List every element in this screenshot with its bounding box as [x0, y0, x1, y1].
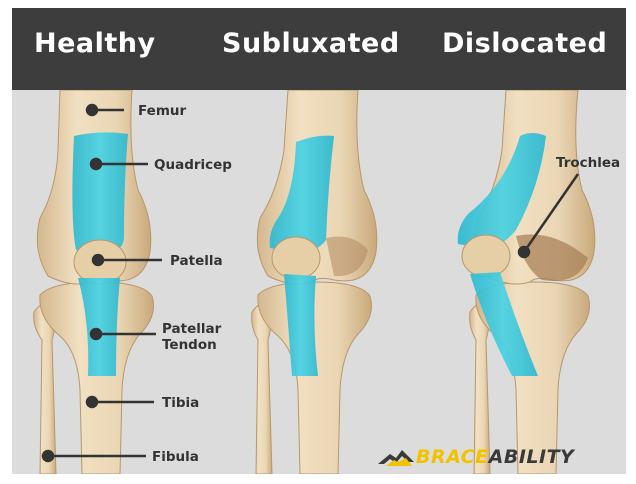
diagram-frame: Healthy Subluxated Dislocated — [12, 8, 626, 474]
title-subluxated: Subluxated — [222, 28, 400, 59]
logo-text-ability: ABILITY — [489, 446, 575, 468]
label-patellar-tendon-line2: Tendon — [162, 337, 217, 353]
subluxated-knee — [252, 90, 377, 474]
subluxated-fibula — [252, 303, 272, 474]
healthy-quadricep — [72, 132, 128, 254]
callout-dot-patellar-tendon — [91, 329, 101, 339]
callout-dot-fibula — [43, 451, 53, 461]
healthy-knee — [34, 90, 154, 474]
title-healthy: Healthy — [34, 28, 156, 59]
callout-dot-tibia — [87, 397, 97, 407]
label-quadricep: Quadricep — [154, 157, 232, 173]
logo-text-brace: BRACE — [416, 446, 489, 468]
label-tibia: Tibia — [162, 395, 199, 411]
knee-illustrations: Femur Quadricep Patella Patellar Tendon … — [12, 90, 626, 474]
header-bar: Healthy Subluxated Dislocated — [12, 8, 626, 90]
callout-dot-quadricep — [91, 159, 101, 169]
dislocated-knee — [458, 90, 595, 474]
label-trochlea: Trochlea — [556, 155, 620, 171]
label-fibula: Fibula — [152, 449, 199, 465]
label-patella: Patella — [170, 253, 223, 269]
callout-dot-patella — [93, 255, 103, 265]
label-femur: Femur — [138, 103, 187, 119]
callout-dot-femur — [87, 105, 97, 115]
brace-logo-icon — [376, 446, 416, 468]
label-patellar-tendon-line1: Patellar — [162, 321, 222, 337]
callout-dot-trochlea — [519, 247, 529, 257]
dislocated-patella — [462, 235, 510, 277]
title-dislocated: Dislocated — [442, 28, 607, 59]
subluxated-patella — [272, 237, 320, 279]
subluxated-patellar-tendon — [284, 274, 318, 376]
subluxated-tibia — [258, 282, 372, 474]
